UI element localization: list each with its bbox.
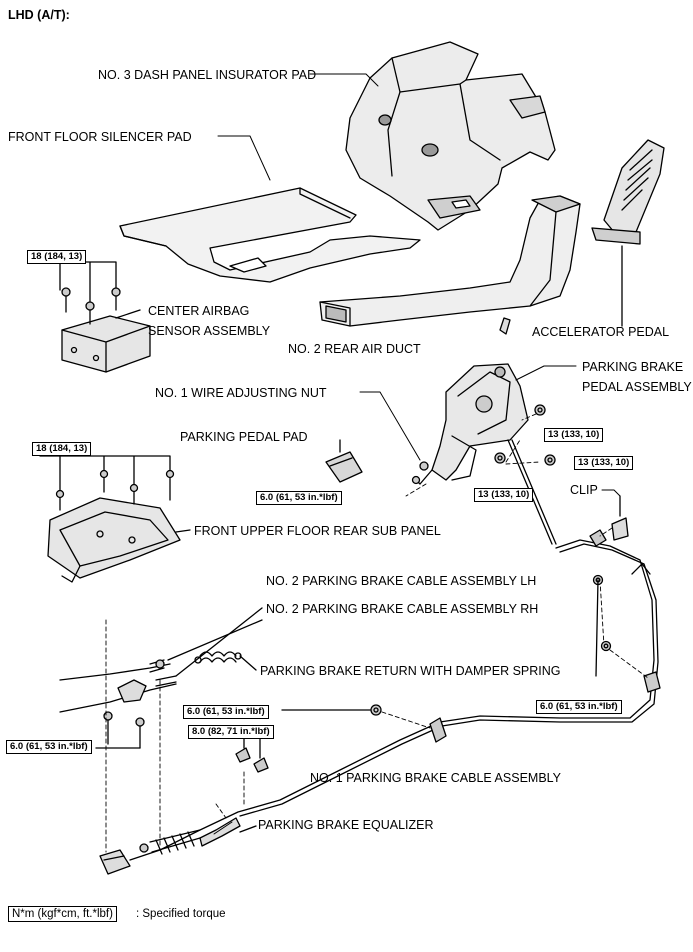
torque-wire-nut: 6.0 (61, 53 in.*lbf)	[256, 491, 342, 505]
torque-sub-panel: 18 (184, 13)	[32, 442, 92, 456]
cable-bracket-bolts	[96, 712, 144, 748]
rear-air-duct	[320, 196, 580, 334]
front-floor-silencer-pad	[120, 188, 420, 282]
parking-brake-pedal-assembly	[414, 364, 556, 544]
label-wire-adjusting-nut: NO. 1 WIRE ADJUSTING NUT	[155, 386, 327, 400]
assembly-guide-lines	[106, 414, 648, 852]
legend-text: : Specified torque	[136, 908, 226, 920]
label-parking-pedal-pad: PARKING PEDAL PAD	[180, 430, 308, 444]
label-airbag-sensor: SENSOR ASSEMBLY	[148, 324, 271, 338]
pedal-mounting-nuts	[413, 405, 556, 484]
label-return-spring: PARKING BRAKE RETURN WITH DAMPER SPRING	[260, 664, 561, 678]
label-equalizer: PARKING BRAKE EQUALIZER	[258, 818, 434, 832]
return-damper-spring	[195, 652, 256, 670]
torque-airbag: 18 (184, 13)	[27, 250, 87, 264]
torque-pedal-c: 13 (133, 10)	[474, 488, 534, 502]
front-upper-floor-rear-sub-panel	[40, 456, 190, 582]
center-nut-and-clamps	[236, 705, 381, 832]
legend-unit-box: N*m (kgf*cm, ft.*lbf)	[8, 906, 117, 922]
label-center-airbag: CENTER AIRBAG	[148, 304, 250, 318]
torque-pedal-a: 13 (133, 10)	[544, 428, 604, 442]
cable-nuts-right	[594, 576, 611, 677]
label-accelerator-pedal: ACCELERATOR PEDAL	[532, 325, 670, 339]
page-header: LHD (A/T):	[8, 8, 70, 22]
label-cable-lh: NO. 2 PARKING BRAKE CABLE ASSEMBLY LH	[266, 574, 537, 588]
torque-pedal-b: 13 (133, 10)	[574, 456, 634, 470]
label-cable-rh: NO. 2 PARKING BRAKE CABLE ASSEMBLY RH	[266, 602, 539, 616]
no2-parking-brake-cables	[60, 608, 262, 712]
no1-parking-brake-cable	[130, 530, 660, 860]
leader-lines	[214, 74, 620, 834]
dash-panel-insulator-pad	[346, 42, 555, 230]
label-pedal-assembly: PEDAL ASSEMBLY	[582, 380, 692, 394]
parking-brake-equalizer	[100, 850, 130, 874]
label-floor-silencer-pad: FRONT FLOOR SILENCER PAD	[8, 130, 192, 144]
label-rear-sub-panel: FRONT UPPER FLOOR REAR SUB PANEL	[194, 524, 441, 538]
torque-left-bolts: 6.0 (61, 53 in.*lbf)	[6, 740, 92, 754]
label-rear-air-duct: NO. 2 REAR AIR DUCT	[288, 342, 421, 356]
torque-center-nut: 6.0 (61, 53 in.*lbf)	[183, 705, 269, 719]
torque-clamp-bolts: 8.0 (82, 71 in.*lbf)	[188, 725, 274, 739]
parking-pedal-pad	[326, 440, 362, 482]
label-no1-cable: NO. 1 PARKING BRAKE CABLE ASSEMBLY	[310, 771, 562, 785]
label-dash-panel-pad: NO. 3 DASH PANEL INSURATOR PAD	[98, 68, 317, 82]
label-parking-brake: PARKING BRAKE	[582, 360, 684, 374]
accelerator-pedal	[592, 140, 664, 326]
cable-clip	[612, 496, 628, 540]
center-airbag-sensor-assembly	[60, 262, 150, 372]
label-clip: CLIP	[570, 483, 598, 497]
torque-right-nuts: 6.0 (61, 53 in.*lbf)	[536, 700, 622, 714]
